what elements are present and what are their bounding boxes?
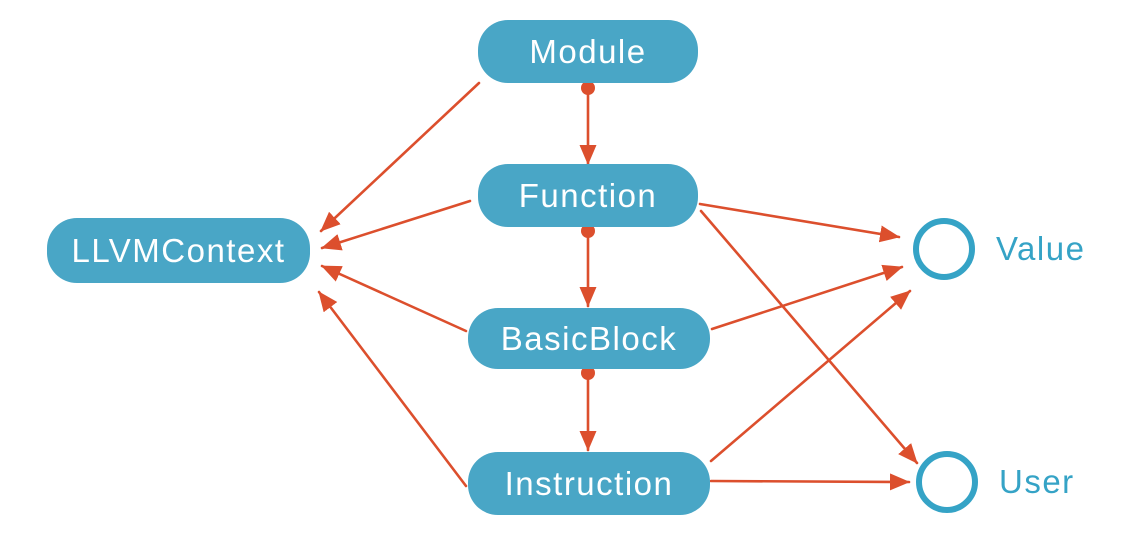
node-function-label: Function <box>518 176 658 214</box>
edge-function-value <box>698 202 901 243</box>
value-circle-icon <box>913 218 975 280</box>
node-llvmcontext: LLVMContext <box>47 218 310 283</box>
user-circle-icon <box>916 451 978 513</box>
node-value-label: Value <box>996 230 1086 267</box>
edge-instruction-value <box>709 289 912 463</box>
node-module: Module <box>478 20 698 83</box>
node-function: Function <box>478 164 698 227</box>
edge-instruction-llvmcontext <box>317 290 468 488</box>
edge-function-llvmcontext <box>320 199 472 251</box>
edge-function-user <box>699 209 919 465</box>
node-instruction: Instruction <box>468 452 710 515</box>
edge-instruction-user <box>709 473 911 491</box>
edge-basicblock-llvmcontext <box>320 264 468 333</box>
edge-module-llvmcontext <box>319 81 481 233</box>
node-module-label: Module <box>529 32 647 70</box>
node-instruction-label: Instruction <box>504 464 674 502</box>
node-llvmcontext-label: LLVMContext <box>71 231 286 269</box>
edge-basicblock-value <box>710 264 904 331</box>
node-basicblock-label: BasicBlock <box>500 319 678 357</box>
node-user-label: User <box>999 463 1075 500</box>
node-user: User <box>916 451 1075 513</box>
node-value: Value <box>913 218 1085 280</box>
node-basicblock: BasicBlock <box>468 308 710 369</box>
